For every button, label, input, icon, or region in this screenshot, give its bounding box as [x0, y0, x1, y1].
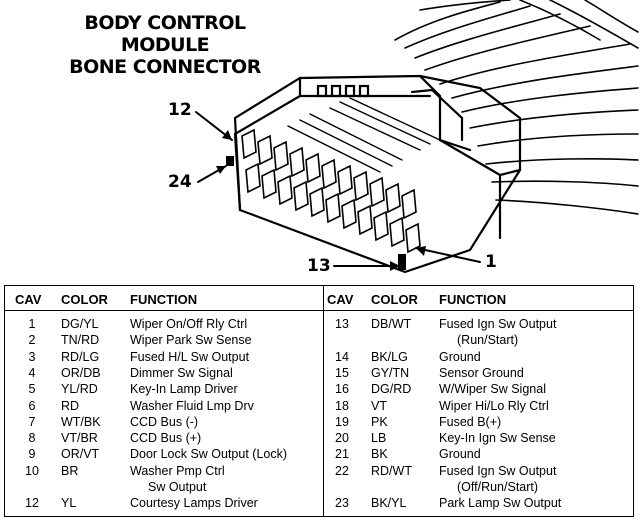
cell-cav: 3 [28, 349, 36, 364]
housing-ribs [287, 97, 441, 173]
cell-function: Ground [439, 447, 481, 462]
cell-function: Fused H/L Sw Output [130, 349, 250, 364]
cell-color: DG/YL [61, 317, 99, 331]
cell-cav: 18 [335, 398, 349, 413]
cell-cav: 1 [28, 317, 36, 331]
cell-color: YL [61, 496, 77, 511]
right-header-function: FUNCTION [439, 292, 507, 307]
cell-function: Washer Fluid Lmp Drv [130, 398, 254, 413]
cell-function: Park Lamp Sw Output [439, 496, 562, 511]
cell-cav: 13 [335, 317, 349, 331]
cell-function: Courtesy Lamps Driver [130, 496, 258, 511]
cell-cav: 6 [28, 398, 36, 413]
connector-illustration [195, 0, 639, 274]
cell-cav: 5 [28, 382, 36, 397]
callout-pin-24: 24 [168, 172, 192, 192]
cell-cav: 9 [28, 447, 36, 462]
cell-function: (Run/Start) [457, 333, 519, 348]
cell-color: RD [61, 398, 80, 413]
right-header-cav: CAV [327, 292, 354, 307]
cell-color: OR/DB [61, 365, 101, 380]
cell-color: BK [371, 447, 388, 462]
cell-color: GY/TN [371, 365, 410, 380]
left-header-cav: CAV [15, 292, 42, 307]
diagram-title-line-1: BODY CONTROL [84, 12, 246, 34]
cell-function: Sw Output [148, 480, 207, 494]
wire-bundle [394, 0, 639, 215]
cell-function: Wiper On/Off Rly Ctrl [130, 317, 248, 331]
cell-cav: 22 [335, 463, 349, 478]
cell-cav: 20 [335, 431, 349, 446]
cell-cav: 4 [28, 365, 36, 380]
cell-function: Sensor Ground [439, 365, 524, 380]
cell-function: Ground [439, 349, 481, 364]
cell-function: Wiper Hi/Lo Rly Ctrl [439, 398, 549, 413]
diagram-title-line-3: BONE CONNECTOR [69, 56, 261, 78]
cell-function: CCD Bus (-) [130, 414, 199, 429]
cell-color: OR/VT [61, 447, 100, 462]
cell-cav: 7 [28, 414, 36, 429]
cell-function: Fused B(+) [439, 414, 502, 429]
callout-pin-13: 13 [307, 256, 331, 276]
cell-function: Fused Ign Sw Output [439, 317, 557, 331]
cell-color: RD/LG [61, 349, 100, 364]
cell-color: WT/BK [61, 414, 101, 429]
cell-cav: 15 [335, 365, 349, 380]
cell-color: DB/WT [371, 317, 412, 331]
cell-color: TN/RD [61, 333, 100, 348]
cell-function: Washer Pmp Ctrl [130, 463, 225, 478]
lower-cavity-row [245, 162, 421, 254]
cell-function: (Off/Run/Start) [457, 480, 539, 494]
cell-color: VT [371, 398, 387, 413]
upper-cavity-row [241, 128, 417, 220]
cell-cav: 8 [28, 431, 36, 446]
cell-cav: 12 [25, 496, 39, 511]
cell-color: BR [61, 463, 79, 478]
cell-color: RD/WT [371, 463, 412, 478]
left-header-function: FUNCTION [130, 292, 198, 307]
callout-pin-1: 1 [485, 252, 497, 272]
left-header-color: COLOR [61, 292, 108, 307]
callout-pin-12: 12 [168, 100, 192, 120]
cell-function: Fused Ign Sw Output [439, 463, 557, 478]
cell-cav: 23 [335, 496, 349, 511]
cell-color: LB [371, 431, 387, 446]
cell-color: VT/BR [61, 431, 98, 446]
cell-cav: 10 [25, 463, 39, 478]
cell-cav: 19 [335, 414, 349, 429]
diagram-title-line-2: MODULE [120, 34, 210, 56]
header-rule [5, 310, 633, 311]
cell-color: DG/RD [371, 382, 412, 397]
cell-function: W/Wiper Sw Signal [439, 382, 546, 397]
table-divider [323, 286, 324, 516]
cell-function: Key-In Lamp Driver [130, 382, 238, 397]
cell-function: Door Lock Sw Output (Lock) [130, 447, 288, 462]
cell-cav: 16 [335, 382, 349, 397]
cell-cav: 21 [335, 447, 349, 462]
cell-color: BK/LG [371, 349, 408, 364]
cell-function: Key-In Ign Sw Sense [439, 431, 556, 446]
cell-color: BK/YL [371, 496, 407, 511]
cell-color: PK [371, 414, 388, 429]
right-header-color: COLOR [371, 292, 418, 307]
cell-function: CCD Bus (+) [130, 431, 202, 446]
cell-color: YL/RD [61, 382, 98, 397]
cell-function: Wiper Park Sw Sense [130, 333, 252, 348]
cell-cav: 2 [28, 333, 36, 348]
connector-housing [233, 74, 522, 274]
cell-cav: 14 [335, 349, 349, 364]
cell-function: Dimmer Sw Signal [130, 365, 233, 380]
